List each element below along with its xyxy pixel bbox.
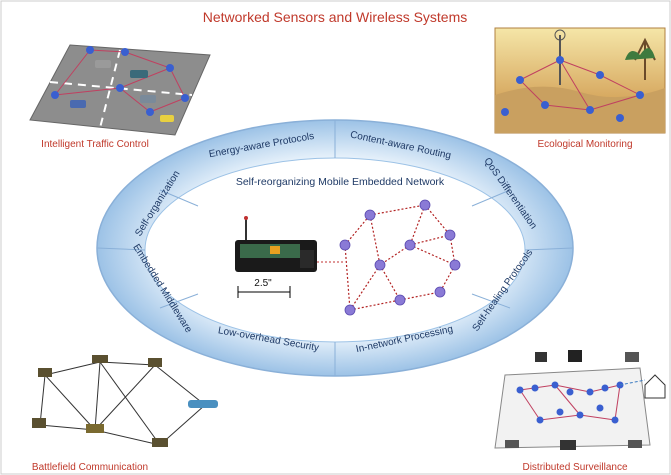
label-traffic-control: Intelligent Traffic Control — [41, 139, 149, 150]
inner-network-title: Self-reorganizing Mobile Embedded Networ… — [236, 176, 445, 188]
capability-ring — [96, 119, 574, 377]
ecological-monitoring-illustration — [494, 27, 666, 134]
traffic-control-illustration — [29, 44, 211, 136]
sensor-device-image — [235, 216, 345, 298]
label-battlefield-communication: Battlefield Communication — [32, 462, 148, 473]
device-dimension-label: 2.5" — [254, 278, 272, 289]
label-distributed-surveillance: Distributed Surveillance — [522, 462, 627, 473]
page-title: Networked Sensors and Wireless Systems — [203, 9, 468, 25]
mesh-network — [339, 199, 461, 316]
label-ecological-monitoring: Ecological Monitoring — [537, 139, 632, 150]
battlefield-communication-illustration — [32, 355, 218, 447]
distributed-surveillance-illustration — [494, 350, 666, 450]
